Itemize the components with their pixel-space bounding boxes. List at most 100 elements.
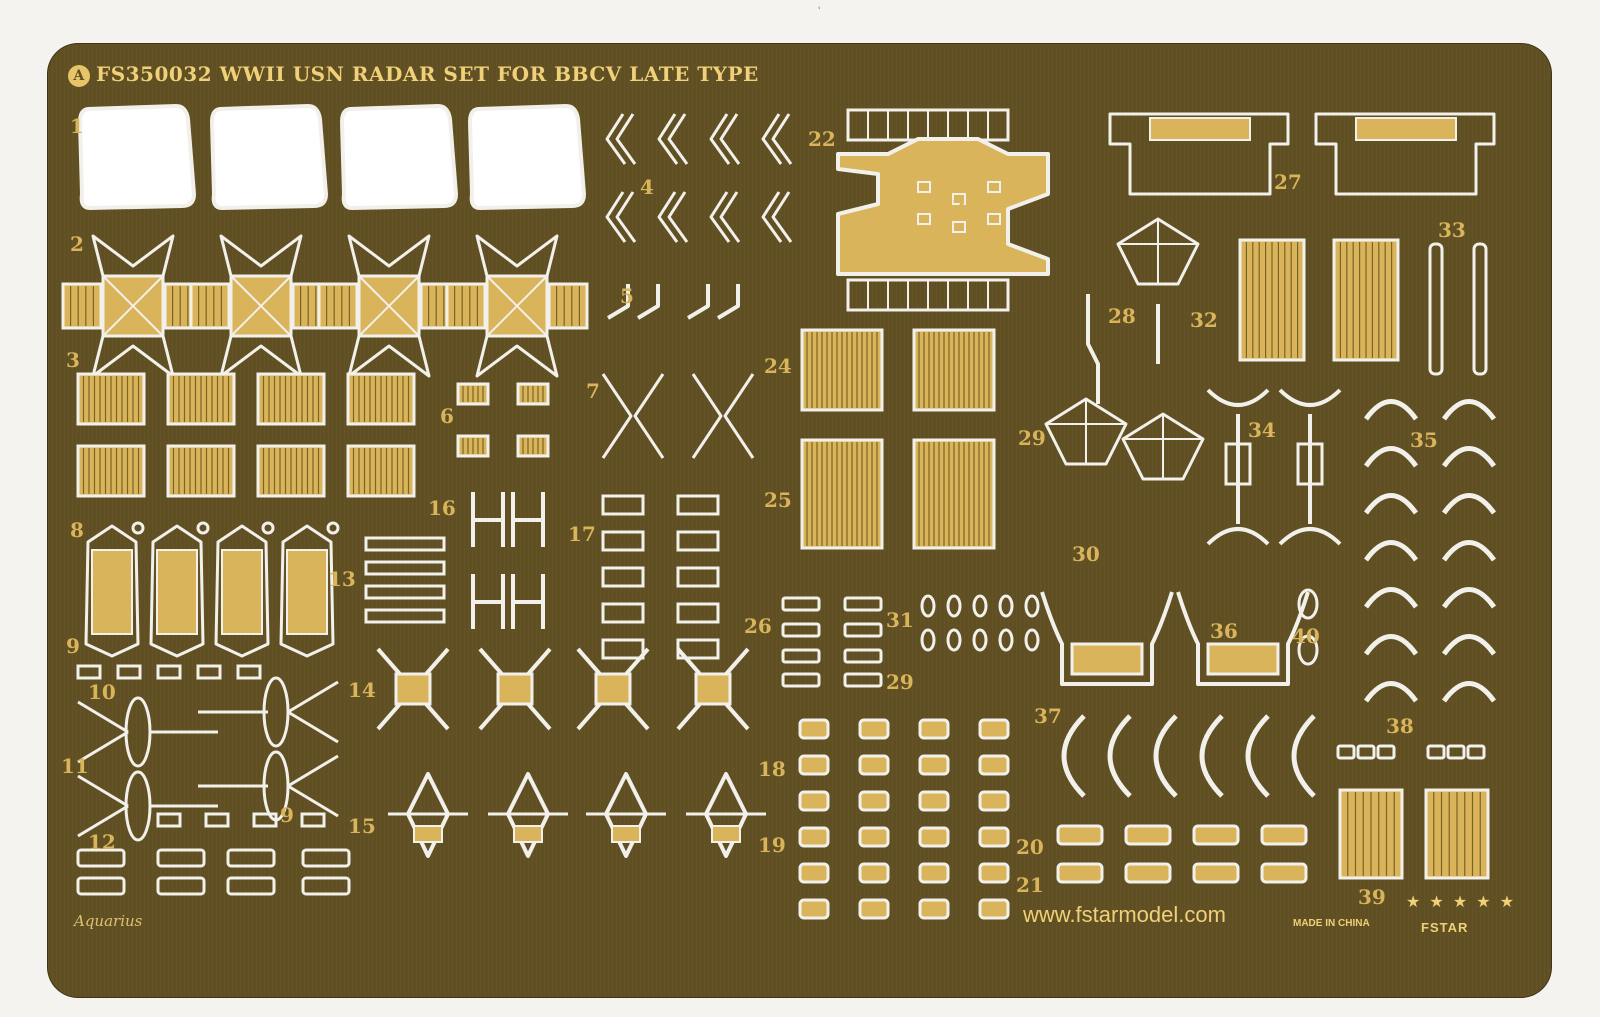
etched-part [1336, 744, 1356, 760]
etched-part [1428, 242, 1444, 376]
etched-part [287, 680, 339, 744]
rack-part [601, 638, 645, 660]
part-number: 28 [1108, 304, 1136, 328]
antenna-frame [78, 104, 196, 210]
part-number: 23 [938, 195, 966, 219]
small-plate [978, 754, 1010, 776]
rack-part [676, 638, 720, 660]
loop-part [1297, 634, 1319, 666]
etched-part [77, 774, 129, 838]
ring-part [1024, 628, 1040, 652]
etched-part [364, 608, 446, 624]
etched-part [711, 825, 741, 843]
arc-part [1363, 681, 1419, 703]
stand-ring [326, 521, 340, 535]
ring-part [1024, 594, 1040, 618]
small-plate [798, 862, 830, 884]
clip-part [301, 876, 351, 896]
arc-part [1441, 399, 1497, 421]
bracket-part [709, 191, 741, 243]
small-plate [1124, 824, 1172, 846]
clip-part [236, 664, 262, 680]
etched-part [286, 549, 328, 635]
etched-part [594, 672, 632, 706]
small-plate [918, 862, 950, 884]
etched-part [1466, 744, 1486, 760]
ring-part [972, 628, 988, 652]
grille-part [445, 282, 487, 330]
part-number: 8 [70, 518, 84, 542]
small-plate [918, 898, 950, 920]
part-number: 30 [1072, 542, 1100, 566]
small-plate [858, 754, 890, 776]
part-number: 29 [886, 670, 914, 694]
part-number: 29 [1018, 426, 1046, 450]
etched-part [917, 213, 931, 225]
etched-part [781, 622, 821, 638]
part-number: 15 [348, 814, 376, 838]
bracket-part [761, 113, 793, 165]
clip-part [156, 664, 182, 680]
arc-part [1441, 493, 1497, 515]
small-plate [1056, 862, 1104, 884]
x-frame [704, 772, 748, 858]
bracket-part [657, 113, 689, 165]
part-number: 39 [1358, 885, 1386, 909]
part-number: 22 [808, 127, 836, 151]
small-plate [1124, 862, 1172, 884]
h-frame [511, 492, 545, 547]
etched-part [987, 213, 1001, 225]
part-number: 9 [280, 803, 294, 827]
dipole-ring [124, 696, 152, 768]
part-number: 12 [88, 830, 116, 854]
etched-part [1046, 399, 1126, 464]
rack-part [601, 494, 645, 516]
parts-layer [61, 104, 1497, 920]
part-number: 34 [1248, 418, 1276, 442]
part-number: 14 [348, 678, 376, 702]
etched-part [347, 234, 431, 278]
dipole-ring [124, 770, 152, 842]
etched-part [1070, 642, 1144, 676]
etched-part [287, 754, 339, 818]
housing-part [1314, 112, 1496, 196]
etched-part [843, 596, 883, 612]
part-number: 25 [764, 488, 792, 512]
small-plate [798, 718, 830, 740]
ring-part [946, 628, 962, 652]
etched-part [347, 334, 431, 378]
etched-part [843, 672, 883, 688]
part-number: 20 [1016, 835, 1044, 859]
clip-part [156, 848, 206, 868]
etched-part [150, 710, 268, 734]
stand-part [279, 524, 335, 658]
grille-part [547, 282, 589, 330]
etched-part [475, 334, 559, 378]
crescent-part [1061, 714, 1086, 798]
bracket-part [605, 191, 637, 243]
arc-part [1441, 681, 1497, 703]
brand-logo: FSTAR [1421, 920, 1469, 935]
crescent-part [1153, 714, 1178, 798]
dish-part [1044, 397, 1128, 466]
grille-part [189, 282, 231, 330]
part-number: 19 [758, 833, 786, 857]
part-number: 3 [66, 348, 80, 372]
truss-part [1278, 388, 1342, 546]
rack-part [676, 530, 720, 552]
etched-part [77, 700, 129, 764]
etched-part [358, 275, 420, 337]
part-number: 6 [440, 404, 454, 428]
part-number: 13 [328, 567, 356, 591]
h-frame [511, 574, 545, 629]
antenna-cage [1040, 591, 1174, 686]
clip-part [196, 664, 222, 680]
small-plate [798, 754, 830, 776]
origin-text: MADE IN CHINA [1293, 918, 1370, 929]
etched-part [91, 334, 175, 378]
crescent-part [1245, 714, 1270, 798]
clip-part [204, 812, 230, 828]
etched-part [781, 648, 821, 664]
antenna-frame [468, 104, 586, 210]
part-number: 27 [1274, 170, 1302, 194]
